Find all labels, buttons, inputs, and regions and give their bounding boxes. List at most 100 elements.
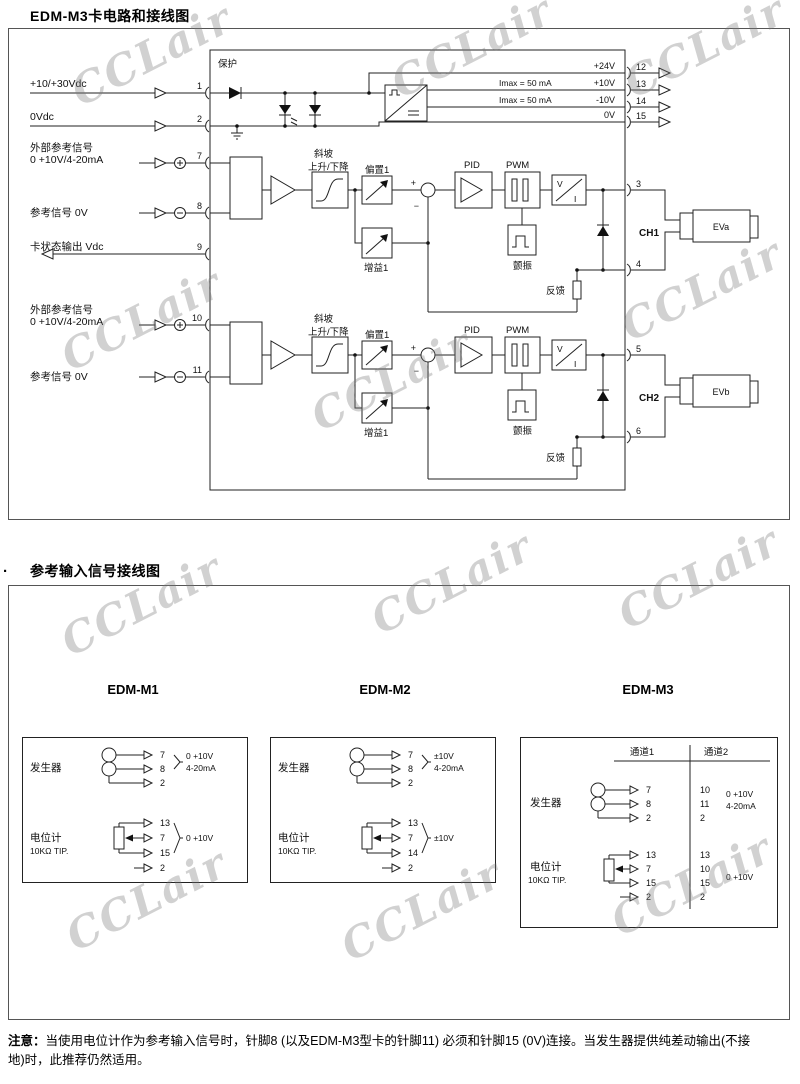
pin-number: 15 xyxy=(636,111,646,121)
pin-11-label: 参考信号 0V xyxy=(30,370,88,383)
generator-label: 发生器 xyxy=(278,761,310,774)
dither-box xyxy=(507,389,537,421)
gain-label: 增益1 xyxy=(364,427,388,439)
edm-m2-diagram: 发生器 7 8 2 ±10V 4-20mA 电位计 10KΩ TIP. 13 7… xyxy=(270,737,496,883)
power-supply-box xyxy=(384,84,428,122)
circuit-diagram: +10/+30Vdc 1 0Vdc 2 外部参考信号 0 +10V/4-20mA… xyxy=(30,49,759,491)
ramp-label2: 上升/下降 xyxy=(308,161,349,173)
pot-range-label: 0 +10V xyxy=(726,872,754,882)
gen-range-label: 0 +10V xyxy=(726,789,754,799)
note-line1: 注意：当使用电位计作为参考输入信号时，针脚8 (以及EDM-M3型卡的针脚11)… xyxy=(8,1032,794,1051)
offset-label: 偏置1 xyxy=(365,329,389,341)
generator-group: 发生器 7 8 2 10 11 2 0 +10V 4-20mA xyxy=(530,782,756,823)
pin-number: 15 xyxy=(646,878,656,888)
pin-number: 5 xyxy=(636,344,641,354)
pin-number: 6 xyxy=(636,426,641,436)
pin-number: 2 xyxy=(646,892,651,902)
gen-range-label: 4-20mA xyxy=(726,801,756,811)
pin-number: 13 xyxy=(408,818,418,828)
feedback-label: 反馈 xyxy=(546,285,566,297)
gen-range-label: 0 +10V xyxy=(186,751,214,761)
valve-eva-label: EVa xyxy=(713,222,729,232)
ground-icon xyxy=(231,126,243,140)
pin-number: 7 xyxy=(197,151,202,161)
arrow-right-icon xyxy=(658,101,672,113)
valve-evb: EVb xyxy=(679,374,759,408)
channel-1: 斜坡 上升/下降 偏置1 + − PID PWM V I xyxy=(210,148,625,313)
note-text: 当使用电位计作为参考输入信号时，针脚8 (以及EDM-M3型卡的针脚11) 必须… xyxy=(45,1034,751,1048)
pin-number: 13 xyxy=(646,850,656,860)
minus-circle-icon xyxy=(174,207,186,219)
pin-number: 7 xyxy=(160,750,165,760)
edm-m3-diagram: 通道1 通道2 发生器 7 8 2 10 11 2 0 +10V 4-20mA … xyxy=(520,737,778,928)
potentiometer-value: 10KΩ TIP. xyxy=(528,875,566,885)
pin-number: 2 xyxy=(646,813,651,823)
imax-label: Imax = 50 mA xyxy=(499,78,552,88)
gen-range-label: 4-20mA xyxy=(186,763,216,773)
pin-number: 2 xyxy=(160,863,165,873)
card-outline xyxy=(209,49,626,491)
pin-number: 14 xyxy=(408,848,418,858)
channel2-column-label: 通道2 xyxy=(704,746,728,758)
channel-table-header: 通道1 通道2 xyxy=(614,745,770,909)
channel-2: 斜坡 上升/下降 偏置1 + − PID PWM V I xyxy=(210,313,625,480)
valve-evb-label: EVb xyxy=(712,387,729,397)
potentiometer-icon xyxy=(113,826,125,850)
pin-number: 13 xyxy=(700,850,710,860)
channel-1-name: CH1 xyxy=(639,228,659,239)
generator-label: 发生器 xyxy=(530,796,562,809)
edm-m1-heading: EDM-M1 xyxy=(107,682,159,697)
ramp-box xyxy=(311,171,349,209)
pin-number: 2 xyxy=(197,114,202,124)
pin-number: 15 xyxy=(160,848,170,858)
arrow-right-icon xyxy=(154,319,168,331)
feedback-resistor xyxy=(572,280,582,300)
pin-number: 11 xyxy=(700,799,709,809)
dither-box xyxy=(507,224,537,256)
potentiometer-value: 10KΩ TIP. xyxy=(278,846,316,856)
pin-7-label1: 外部参考信号 xyxy=(30,141,93,154)
pin-number: 2 xyxy=(408,863,413,873)
generator-group: 发生器 7 8 2 ±10V 4-20mA xyxy=(278,747,464,788)
pin-number: 13 xyxy=(636,79,646,89)
section1-title: EDM-M3卡电路和接线图 xyxy=(30,8,190,24)
sum-plus: + xyxy=(411,178,416,188)
pin-number: 2 xyxy=(160,778,165,788)
generator-icon xyxy=(349,747,365,763)
pin-number: 8 xyxy=(408,764,413,774)
pin-number: 2 xyxy=(700,813,705,823)
wiring-frame xyxy=(8,585,790,1020)
sum-plus: + xyxy=(411,343,416,353)
potentiometer-group: 电位计 10KΩ TIP. 13 7 14 2 ±10V xyxy=(278,818,454,873)
pin-number: 1 xyxy=(197,81,202,91)
pin-10-label1: 外部参考信号 xyxy=(30,303,93,316)
channel-2-name: CH2 xyxy=(639,393,659,404)
vi-v: V xyxy=(557,179,563,189)
pin-9-label: 卡状态输出 Vdc xyxy=(30,240,104,253)
potentiometer-icon xyxy=(361,826,373,850)
arrow-right-icon xyxy=(154,371,168,383)
ramp-label2: 上升/下降 xyxy=(308,326,349,338)
potentiometer-icon xyxy=(603,858,615,882)
zener-diode-icon xyxy=(309,105,321,114)
pid-label: PID xyxy=(464,325,480,336)
pin-number: 2 xyxy=(408,778,413,788)
flyback-diode-icon xyxy=(597,226,609,236)
pwm-label: PWM xyxy=(506,325,529,336)
arrow-right-icon xyxy=(154,120,168,132)
pin-number: 3 xyxy=(636,179,641,189)
right-pins: 12 13 14 15 3 4 5 6 CH1 CH2 xyxy=(626,62,680,444)
feedback-resistor xyxy=(572,447,582,467)
pin-number: 7 xyxy=(646,785,651,795)
plus-circle-icon xyxy=(174,319,186,331)
offset-label: 偏置1 xyxy=(365,164,389,176)
arrow-right-icon xyxy=(658,84,672,96)
pin-2-label: 0Vdc xyxy=(30,111,54,123)
amplifier-icon xyxy=(270,340,296,370)
note-line2: 地)时，此推荐仍然适用。 xyxy=(8,1052,150,1067)
generator-icon xyxy=(590,782,606,798)
valve-eva: EVa xyxy=(679,209,759,243)
pot-range-label: 0 +10V xyxy=(186,833,214,843)
ramp-box xyxy=(311,336,349,374)
rail-p10v-label: +10V xyxy=(594,78,615,88)
